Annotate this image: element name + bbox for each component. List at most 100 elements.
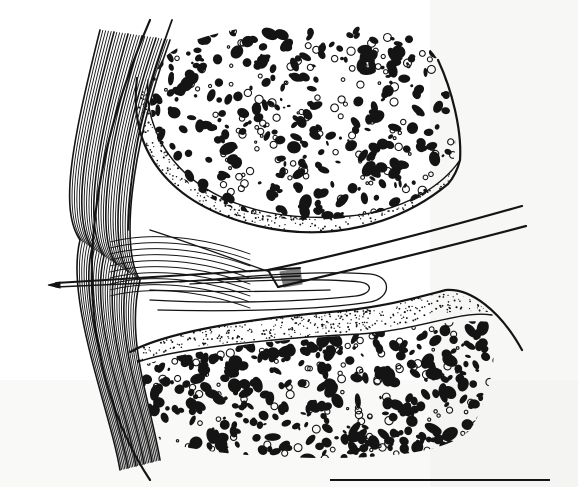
cortex-stipple xyxy=(251,212,253,214)
cortex-stipple xyxy=(157,160,159,162)
cortex-stipple xyxy=(152,127,153,128)
cortex-stipple xyxy=(354,314,356,316)
cortex-stipple xyxy=(143,352,145,354)
cortex-stipple xyxy=(271,220,272,221)
cortex-stipple xyxy=(150,350,151,351)
cortex-stipple xyxy=(152,142,154,144)
cortex-stipple xyxy=(469,308,470,309)
cortex-stipple xyxy=(419,310,421,312)
cortex-stipple xyxy=(219,210,221,212)
cortex-stipple xyxy=(283,333,285,335)
cortex-stipple xyxy=(349,323,350,324)
cortex-stipple xyxy=(274,222,276,224)
cortex-stipple xyxy=(416,308,418,310)
cortex-stipple xyxy=(400,315,401,316)
cortex-stipple xyxy=(388,210,390,212)
cortex-stipple xyxy=(203,339,204,340)
cortex-stipple xyxy=(348,329,350,331)
cortex-stipple xyxy=(168,159,169,160)
cortex-stipple xyxy=(455,306,457,308)
cortex-stipple xyxy=(145,352,146,353)
cortex-stipple xyxy=(230,209,232,211)
bottom-paper-tint xyxy=(0,380,578,487)
cortex-stipple xyxy=(333,328,334,329)
cortex-stipple xyxy=(347,223,349,225)
cortex-stipple xyxy=(424,306,425,307)
cortex-stipple xyxy=(291,327,293,329)
cortex-stipple xyxy=(381,315,382,316)
cortex-stipple xyxy=(211,338,213,340)
cortex-stipple xyxy=(172,175,174,177)
cortex-stipple xyxy=(226,341,228,343)
cortex-stipple xyxy=(215,208,216,209)
cortex-stipple xyxy=(303,319,304,320)
cortex-stipple xyxy=(448,180,449,181)
cortex-stipple xyxy=(381,214,383,216)
cortex-stipple xyxy=(375,219,377,221)
cortex-stipple xyxy=(328,330,330,332)
cortex-stipple xyxy=(174,183,176,185)
cortex-stipple xyxy=(230,326,231,327)
cortex-stipple xyxy=(276,319,278,321)
cortex-stipple xyxy=(231,207,232,208)
cortex-stipple xyxy=(163,156,165,158)
cortex-stipple xyxy=(145,131,147,133)
cortex-stipple xyxy=(147,130,149,132)
cortex-stipple xyxy=(264,333,266,335)
cortex-stipple xyxy=(397,306,398,307)
cortex-stipple xyxy=(236,337,238,339)
cortex-stipple xyxy=(359,323,360,324)
cortex-stipple xyxy=(347,326,349,328)
cortex-stipple xyxy=(236,215,237,216)
cortex-stipple xyxy=(160,150,162,152)
cortex-stipple xyxy=(390,317,392,319)
bone-trabecula xyxy=(193,47,201,53)
cortex-stipple xyxy=(339,331,341,333)
cortex-stipple xyxy=(247,211,248,212)
cortex-stipple xyxy=(275,324,276,325)
cortex-stipple xyxy=(309,219,310,220)
cortex-stipple xyxy=(449,305,450,306)
cortex-stipple xyxy=(263,330,265,332)
cortex-stipple xyxy=(322,228,324,230)
cortex-stipple xyxy=(403,316,405,318)
cortex-stipple xyxy=(275,218,276,219)
cortex-stipple xyxy=(212,195,214,197)
cortex-stipple xyxy=(436,300,438,302)
cortex-stipple xyxy=(301,320,302,321)
cortex-stipple xyxy=(258,217,259,218)
cortex-stipple xyxy=(234,209,236,211)
cortex-stipple xyxy=(428,303,430,305)
cortex-stipple xyxy=(172,179,173,180)
cortex-stipple xyxy=(279,225,281,227)
bone-trabecula xyxy=(270,75,275,82)
cortex-stipple xyxy=(384,323,386,325)
cortex-stipple xyxy=(269,332,271,334)
cortex-stipple xyxy=(251,329,252,330)
cortex-stipple xyxy=(459,300,461,302)
cortex-stipple xyxy=(262,215,263,216)
cortex-stipple xyxy=(404,311,406,313)
cortex-stipple xyxy=(315,316,317,318)
cortex-stipple xyxy=(232,337,234,339)
cortex-stipple xyxy=(345,221,347,223)
cortex-stipple xyxy=(244,324,246,326)
cortex-stipple xyxy=(404,204,406,206)
cortex-stipple xyxy=(321,316,322,317)
cortex-stipple xyxy=(350,319,351,320)
bone-trabecula xyxy=(315,443,324,451)
cortex-stipple xyxy=(207,338,209,340)
cortex-stipple xyxy=(347,323,348,324)
cortex-stipple xyxy=(176,176,177,177)
cortex-stipple xyxy=(399,322,400,323)
cortex-stipple xyxy=(222,199,223,200)
cortex-stipple xyxy=(298,324,299,325)
cortex-stipple xyxy=(148,349,149,350)
cortex-stipple xyxy=(291,329,293,331)
cortex-stipple xyxy=(301,317,303,319)
cortex-stipple xyxy=(397,323,398,324)
cortex-stipple xyxy=(299,224,301,226)
cortex-stipple xyxy=(156,352,158,354)
cortex-stipple xyxy=(374,323,376,325)
